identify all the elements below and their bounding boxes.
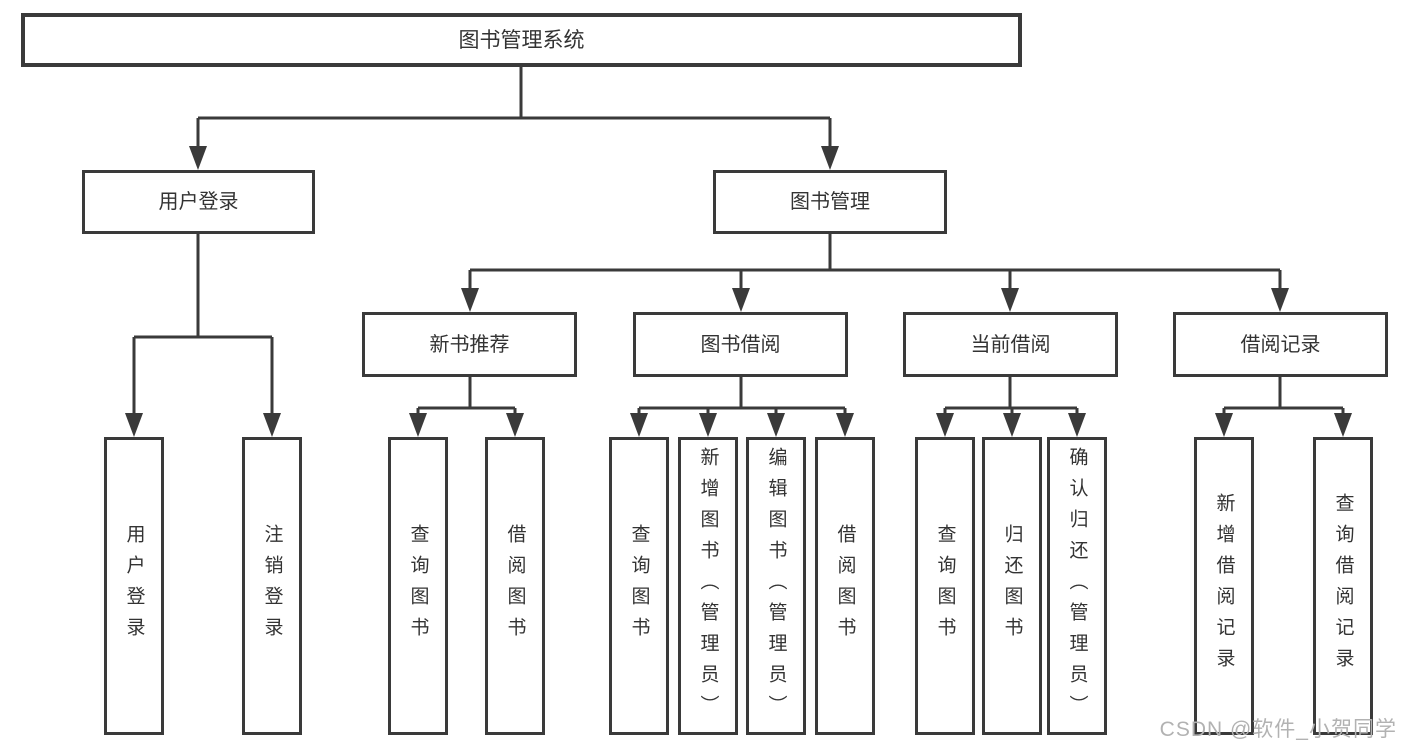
node-root-library-system: 图书管理系统: [21, 13, 1022, 67]
leaf-borrow-books-borrowing: 借阅图书: [815, 437, 875, 735]
node-user-login: 用户登录: [82, 170, 315, 234]
arrowheads: [125, 146, 1352, 437]
leaf-return-books: 归还图书: [982, 437, 1042, 735]
node-borrowing-records: 借阅记录: [1173, 312, 1388, 377]
leaf-logout-login: 注销登录: [242, 437, 302, 735]
node-book-borrowing: 图书借阅: [633, 312, 848, 377]
leaf-query-books-current: 查询图书: [915, 437, 975, 735]
leaf-query-books-borrowing: 查询图书: [609, 437, 669, 735]
leaf-user-login: 用户登录: [104, 437, 164, 735]
leaf-borrow-books-recommend: 借阅图书: [485, 437, 545, 735]
leaf-edit-book-admin: 编辑图书（管理员）: [746, 437, 806, 735]
node-current-borrowing: 当前借阅: [903, 312, 1118, 377]
node-new-book-recommend: 新书推荐: [362, 312, 577, 377]
leaf-query-books-recommend: 查询图书: [388, 437, 448, 735]
node-book-management: 图书管理: [713, 170, 947, 234]
leaf-query-borrow-record: 查询借阅记录: [1313, 437, 1373, 735]
leaf-add-book-admin: 新增图书（管理员）: [678, 437, 738, 735]
leaf-add-borrow-record: 新增借阅记录: [1194, 437, 1254, 735]
leaf-confirm-return-admin: 确认归还（管理员）: [1047, 437, 1107, 735]
